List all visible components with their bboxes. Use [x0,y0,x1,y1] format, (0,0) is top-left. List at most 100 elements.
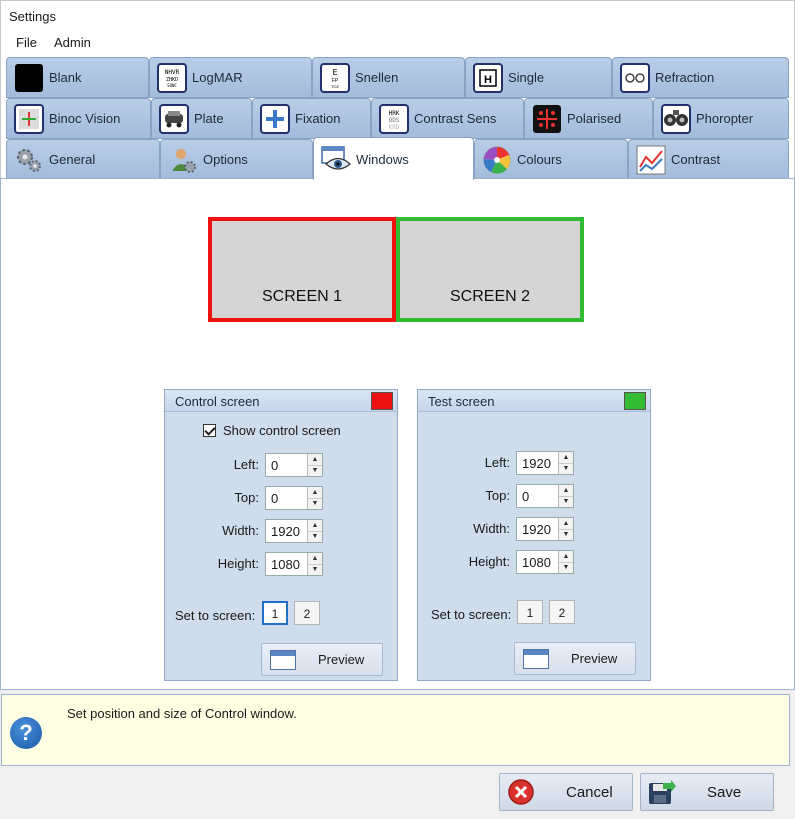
height-spinner[interactable]: 1080 ▲▼ [265,552,323,576]
cancel-icon [506,777,536,807]
tab-plate[interactable]: Plate [151,98,252,139]
width-value: 1920 [522,522,551,537]
tab-polarised[interactable]: Polarised [524,98,653,139]
help-question-icon: ? [10,717,42,749]
top-spinner[interactable]: 0 ▲▼ [265,486,323,510]
cancel-label: Cancel [566,783,613,801]
spin-up-icon[interactable]: ▲ [308,454,322,465]
polarised-icon [531,103,563,135]
spin-down-icon[interactable]: ▼ [308,464,322,476]
tab-binoc-vision[interactable]: Binoc Vision [6,98,151,139]
spin-down-icon[interactable]: ▼ [308,530,322,542]
top-value: 0 [271,491,279,506]
show-control-screen-checkbox[interactable]: Show control screen [203,423,341,438]
preview-label: Preview [318,652,365,667]
left-label: Left: [484,455,510,470]
top-spinner[interactable]: 0 ▲▼ [516,484,574,508]
tab-label: LogMAR [192,70,243,85]
tab-windows[interactable]: Windows [313,137,474,180]
set-screen-1-button[interactable]: 1 [517,600,543,624]
binoc-vision-icon [13,103,45,135]
tab-options[interactable]: Options [160,139,313,180]
tab-label: Single [508,70,545,85]
spin-down-icon[interactable]: ▼ [559,528,573,540]
svg-text:KRD: KRD [389,124,400,131]
blank-icon [13,62,45,94]
panel-title: Control screen [175,394,260,409]
tab-label: Windows [356,151,409,167]
spin-down-icon[interactable]: ▼ [559,462,573,474]
tab-label: Snellen [355,70,399,85]
menu-file[interactable]: File [16,35,37,50]
tab-fixation[interactable]: Fixation [252,98,371,139]
single-letter-icon: H [472,62,504,94]
control-preview-button[interactable]: Preview [261,643,383,676]
svg-text:FP: FP [332,78,339,84]
contrast-graph-icon [635,144,667,176]
panel-header: Control screen [165,390,397,412]
svg-text:SONC: SONC [167,83,177,88]
spin-down-icon[interactable]: ▼ [308,497,322,509]
checkbox-box[interactable] [203,424,216,437]
control-colour-swatch[interactable] [371,392,393,410]
set-screen-2-button[interactable]: 2 [549,600,575,624]
top-label: Top: [234,490,259,505]
tab-colours[interactable]: Colours [474,139,628,180]
tab-label: Options [203,152,248,167]
set-screen-1-button[interactable]: 1 [262,601,288,625]
spin-up-icon[interactable]: ▲ [559,485,573,496]
tab-label: Colours [517,152,562,167]
svg-text:H: H [484,74,492,86]
cancel-button[interactable]: Cancel [499,773,633,811]
fixation-cross-icon [259,103,291,135]
spin-up-icon[interactable]: ▲ [559,452,573,463]
tab-contrast[interactable]: Contrast [628,139,789,180]
window-icon [523,648,549,669]
tab-refraction[interactable]: Refraction [612,57,789,98]
left-spinner[interactable]: 1920 ▲▼ [516,451,574,475]
windows-settings-page: SCREEN 1 SCREEN 2 Control screen Show co… [0,178,795,690]
height-value: 1080 [271,557,300,572]
control-screen-panel: Control screen Show control screen Left:… [164,389,398,681]
spin-down-icon[interactable]: ▼ [308,563,322,575]
spin-up-icon[interactable]: ▲ [559,518,573,529]
help-panel: ? Set position and size of Control windo… [1,694,790,766]
tab-label: Fixation [295,111,341,126]
save-label: Save [707,783,742,801]
left-value: 0 [271,458,279,473]
svg-text:HRK: HRK [389,110,400,117]
width-spinner[interactable]: 1920 ▲▼ [265,519,323,543]
spin-down-icon[interactable]: ▼ [559,495,573,507]
tab-label: Polarised [567,111,622,126]
spin-up-icon[interactable]: ▲ [308,553,322,564]
preview-label: Preview [571,651,618,666]
save-button[interactable]: Save [640,773,774,811]
width-value: 1920 [271,524,300,539]
height-spinner[interactable]: 1080 ▲▼ [516,550,574,574]
spin-up-icon[interactable]: ▲ [559,551,573,562]
left-spinner[interactable]: 0 ▲▼ [265,453,323,477]
tab-single[interactable]: H Single [465,57,612,98]
width-spinner[interactable]: 1920 ▲▼ [516,517,574,541]
test-colour-swatch[interactable] [624,392,646,410]
spin-up-icon[interactable]: ▲ [308,487,322,498]
panel-header: Test screen [418,390,650,412]
screen-1-preview: SCREEN 1 [208,217,396,322]
menu-admin[interactable]: Admin [54,35,91,50]
spin-down-icon[interactable]: ▼ [559,561,573,573]
tab-phoropter[interactable]: Phoropter [653,98,789,139]
spin-up-icon[interactable]: ▲ [308,520,322,531]
screen-2-preview: SCREEN 2 [396,217,584,322]
tab-general[interactable]: General [6,139,160,180]
help-text: Set position and size of Control window. [67,706,297,721]
tab-blank[interactable]: Blank [6,57,149,98]
user-gear-icon [167,144,199,176]
test-preview-button[interactable]: Preview [514,642,636,675]
set-screen-2-button[interactable]: 2 [294,601,320,625]
